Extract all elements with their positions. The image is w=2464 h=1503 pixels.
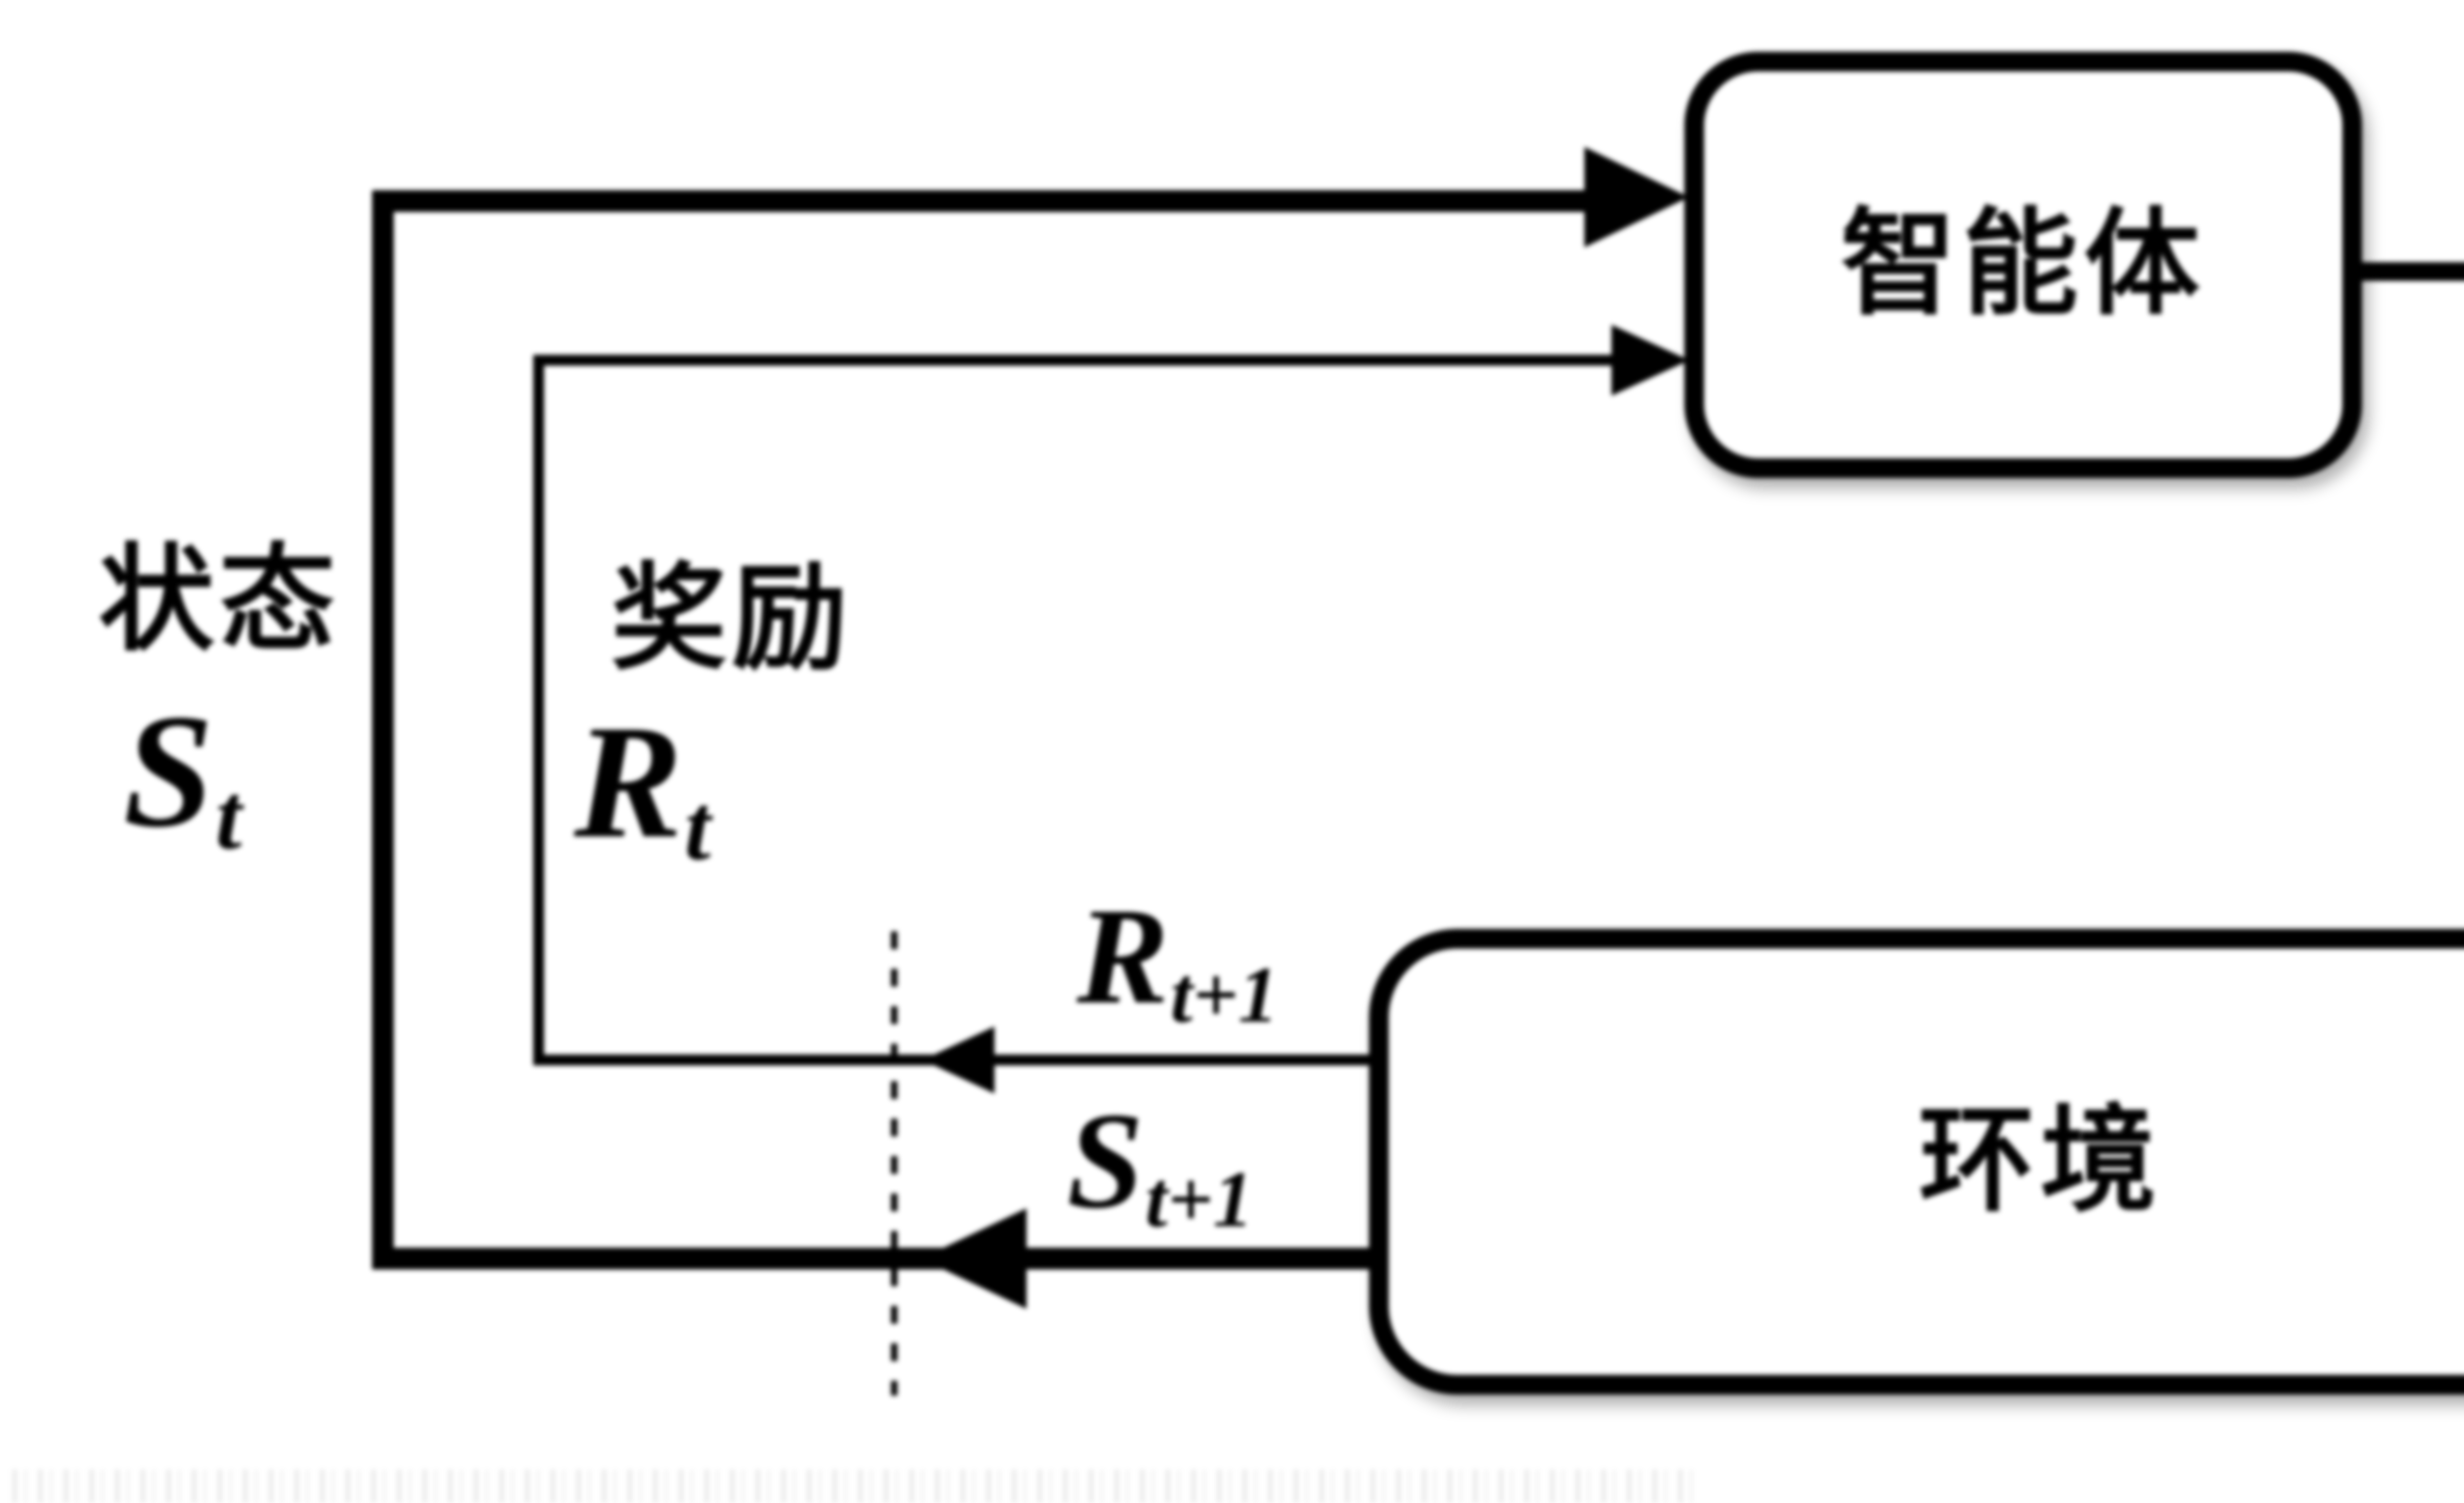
state-symbol: S — [123, 681, 214, 861]
state-into-agent-arrowhead-icon — [1584, 147, 1689, 247]
agent-box: 智能体 — [1684, 52, 2362, 478]
state-line-left-vertical — [372, 190, 394, 1269]
next-state-subscript: t+1 — [1145, 1155, 1253, 1244]
reward-line-top — [533, 355, 1611, 366]
cropped-caption-remnant — [12, 1469, 1698, 1503]
next-state-arrowhead-icon — [921, 1208, 1027, 1309]
environment-box: 环境 — [1369, 929, 2464, 1395]
time-step-boundary-dashed-line — [891, 931, 897, 1396]
state-line-top — [372, 190, 1587, 212]
next-state-symbol: S — [1067, 1084, 1144, 1237]
environment-box-label: 环境 — [1918, 1097, 2162, 1226]
reward-symbol: R — [574, 692, 683, 872]
reward-caption: 奖励 — [611, 555, 853, 683]
next-reward-label: Rt+1 — [1077, 887, 1278, 1035]
next-reward-symbol: R — [1077, 879, 1169, 1032]
state-caption: 状态 — [99, 537, 340, 665]
reward-symbol-label: Rt — [574, 701, 711, 875]
reward-subscript: t — [684, 775, 711, 880]
reward-into-agent-arrowhead-icon — [1611, 325, 1689, 396]
agent-box-label: 智能体 — [1841, 201, 2206, 329]
state-subscript: t — [215, 764, 242, 869]
next-reward-arrowhead-icon — [923, 1026, 994, 1093]
next-state-label: St+1 — [1067, 1092, 1253, 1240]
state-line-bottom — [372, 1248, 1375, 1269]
reward-line-left-vertical — [533, 355, 544, 1065]
state-symbol-label: St — [123, 690, 242, 864]
next-reward-subscript: t+1 — [1170, 950, 1278, 1039]
action-line-top — [2361, 262, 2464, 281]
